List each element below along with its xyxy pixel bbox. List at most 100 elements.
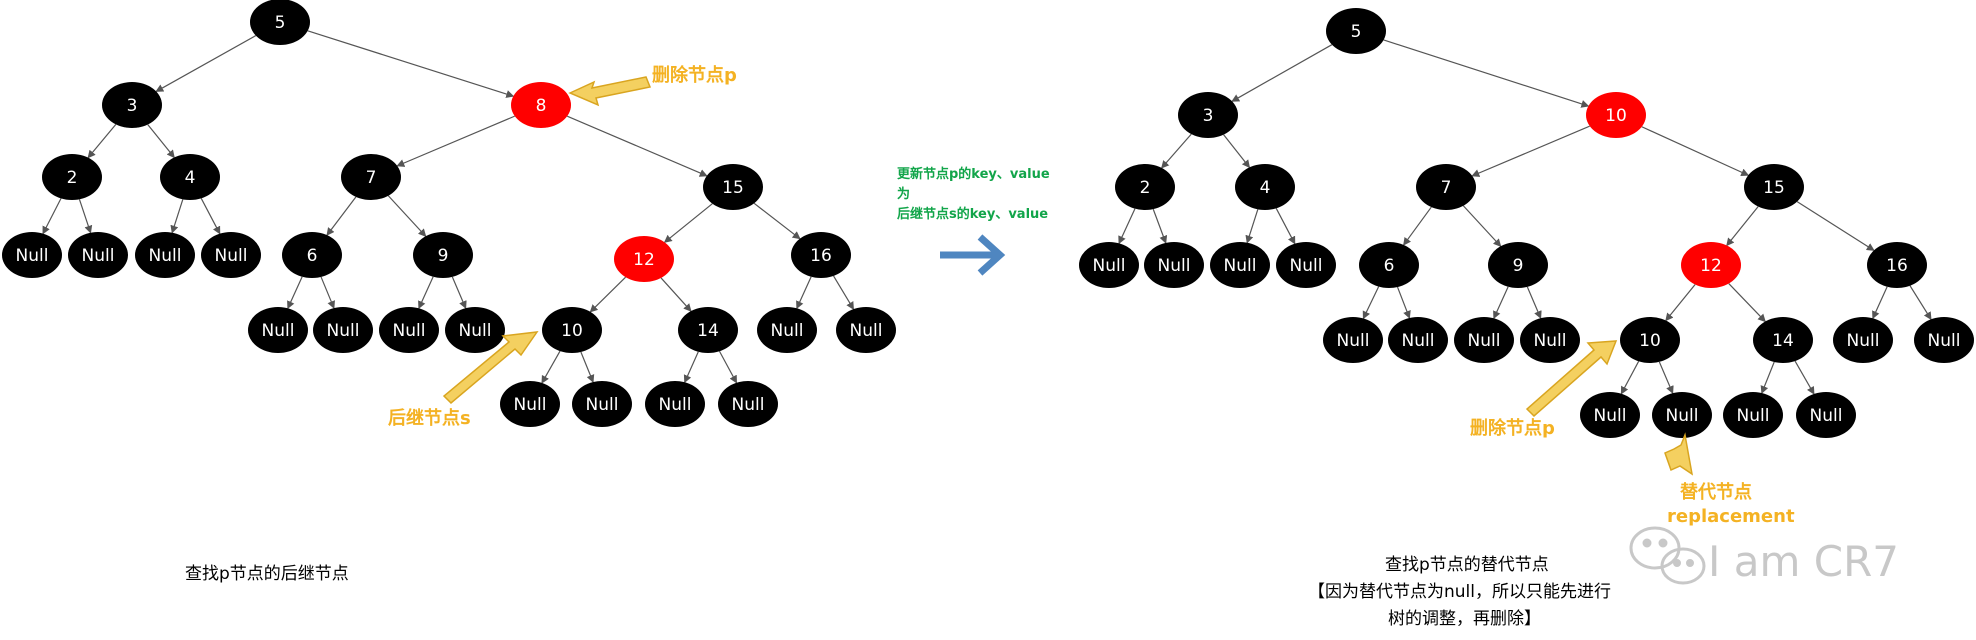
left-edge-14-n14 — [718, 350, 738, 384]
node-label: Null — [1810, 406, 1843, 426]
left-edge-12-14 — [660, 277, 692, 312]
node-circle — [791, 232, 851, 278]
left-node-2: 2 — [42, 154, 102, 200]
successor-s-label: 后继节点s — [388, 407, 471, 429]
node-label: Null — [732, 395, 765, 415]
left-edge-2-n2 — [78, 199, 93, 234]
watermark-text: I am CR7 — [1708, 537, 1899, 586]
left-node-null: Null — [445, 307, 505, 353]
node-circle — [1323, 317, 1383, 363]
left-edge-6-n5 — [287, 276, 303, 310]
left-node-null: Null — [645, 381, 705, 427]
node-circle — [1276, 242, 1336, 288]
left-node-4: 4 — [160, 154, 220, 200]
node-label: Null — [393, 321, 426, 341]
right-edge-3-4 — [1223, 134, 1251, 169]
right-edge-16-n10 — [1909, 285, 1932, 321]
node-circle — [1914, 317, 1974, 363]
node-circle — [1586, 92, 1646, 138]
node-label: 4 — [1260, 178, 1271, 198]
node-label: 9 — [1513, 256, 1524, 276]
node-circle — [1744, 164, 1804, 210]
delete-p-label: 删除节点p — [652, 64, 737, 86]
annotation-arrow-icon — [442, 331, 539, 405]
node-label: Null — [850, 321, 883, 341]
node-circle — [542, 307, 602, 353]
left-edge-15-16 — [753, 202, 801, 240]
left-caption: 查找p节点的后继节点 — [185, 564, 349, 584]
right-node-12: 12 — [1681, 242, 1741, 288]
right-node-null: Null — [1210, 242, 1270, 288]
node-label: Null — [82, 246, 115, 266]
left-node-null: Null — [836, 307, 896, 353]
annotation-arrow-icon — [1525, 340, 1618, 418]
left-edge-5-3 — [155, 35, 257, 92]
left-node-null: Null — [68, 232, 128, 278]
right-edge-2-n1 — [1118, 208, 1136, 245]
node-circle — [1620, 317, 1680, 363]
left-edge-3-2 — [87, 123, 117, 159]
right-node-null: Null — [1652, 392, 1712, 438]
node-label: 12 — [633, 250, 655, 270]
transition-line-3: 后继节点s的key、value — [897, 206, 1048, 222]
left-edge-16-n10 — [833, 275, 854, 310]
node-label: 12 — [1700, 256, 1722, 276]
node-circle — [1079, 242, 1139, 288]
right-node-15: 15 — [1744, 164, 1804, 210]
node-circle — [135, 232, 195, 278]
node-circle — [413, 232, 473, 278]
node-circle — [1753, 317, 1813, 363]
left-edge-16-n9 — [796, 276, 812, 310]
node-circle — [1144, 242, 1204, 288]
left-edge-7-9 — [387, 195, 427, 237]
right-caption-line-3: 树的调整，再删除】 — [1388, 609, 1541, 629]
right-node-null: Null — [1520, 317, 1580, 363]
left-edge-7-6 — [326, 196, 357, 236]
node-label: Null — [1093, 256, 1126, 276]
left-edge-10-n11 — [541, 350, 561, 384]
left-node-null: Null — [248, 307, 308, 353]
left-edge-9-n8 — [451, 276, 467, 310]
annotation-arrow-icon — [568, 76, 652, 107]
right-node-14: 14 — [1753, 317, 1813, 363]
left-edge-5-8 — [307, 30, 515, 98]
right-arrow-icon — [940, 234, 1006, 276]
node-circle — [1454, 317, 1514, 363]
node-label: 7 — [366, 168, 377, 188]
left-node-3: 3 — [102, 82, 162, 128]
right-caption-line-1: 查找p节点的替代节点 — [1385, 555, 1549, 575]
node-label: 2 — [1140, 178, 1151, 198]
left-node-null: Null — [500, 381, 560, 427]
node-label: 15 — [1763, 178, 1785, 198]
node-circle — [703, 164, 763, 210]
node-circle — [1867, 242, 1927, 288]
left-edge-4-n3 — [170, 199, 184, 234]
node-label: Null — [16, 246, 49, 266]
node-circle — [102, 82, 162, 128]
right-node-null: Null — [1388, 317, 1448, 363]
right-edge-4-n3 — [1245, 209, 1259, 244]
delete-p-annotation-left: 删除节点p — [568, 64, 737, 107]
left-node-null: Null — [718, 381, 778, 427]
right-edge-15-16 — [1796, 201, 1875, 251]
right-tree-edges — [1118, 39, 1932, 395]
left-node-null: Null — [2, 232, 62, 278]
left-edge-9-n7 — [418, 276, 434, 310]
left-node-16: 16 — [791, 232, 851, 278]
node-label: 14 — [1772, 331, 1794, 351]
transition-line-1: 更新节点p的key、value — [897, 166, 1050, 182]
left-node-7: 7 — [341, 154, 401, 200]
right-edge-9-n7 — [1493, 286, 1509, 320]
left-edge-4-n4 — [200, 198, 221, 235]
node-label: Null — [659, 395, 692, 415]
right-edge-5-3 — [1231, 44, 1333, 102]
node-label: Null — [1290, 256, 1323, 276]
left-node-null: Null — [379, 307, 439, 353]
node-label: 6 — [307, 246, 318, 266]
node-label: 9 — [438, 246, 449, 266]
node-circle — [718, 381, 778, 427]
delete-p-annotation-right: 删除节点p — [1470, 340, 1618, 439]
right-edge-10top-7 — [1471, 125, 1590, 177]
replacement-en-label: replacement — [1667, 506, 1795, 527]
